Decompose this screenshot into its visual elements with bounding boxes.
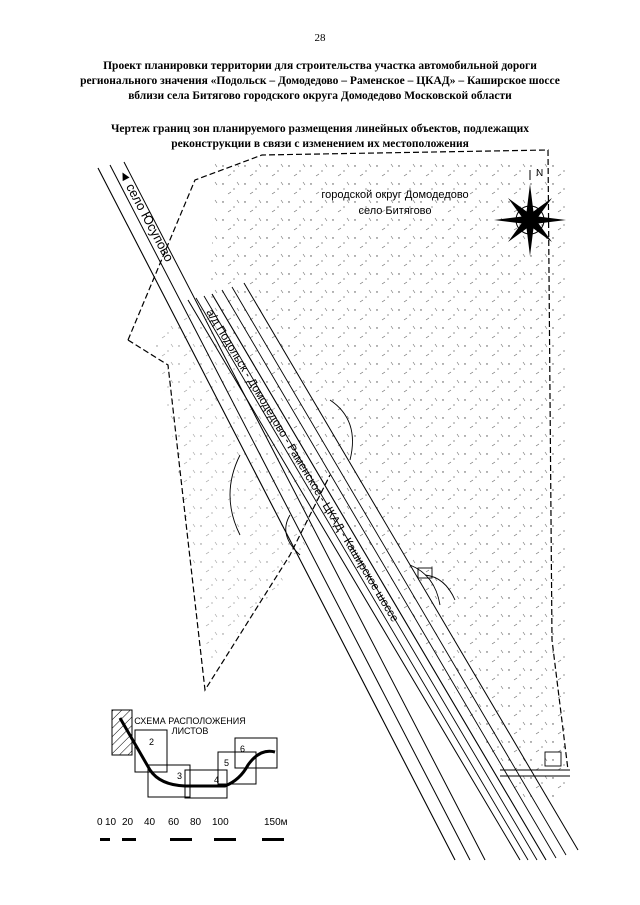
scale-label-100: 100 — [212, 817, 229, 828]
title-line-2: регионального значения «Подольск – Домод… — [80, 75, 560, 87]
drawing-subtitle: Чертеж границ зон планируемого размещени… — [40, 122, 600, 152]
scale-label-0: 0 — [97, 817, 103, 828]
scale-label-60: 60 — [168, 817, 180, 828]
sheet-label-6: 6 — [240, 744, 245, 754]
scale-label-40: 40 — [144, 817, 156, 828]
page-number: 28 — [314, 32, 326, 44]
scale-label-80: 80 — [190, 817, 202, 828]
road-features — [229, 399, 570, 777]
scale-label-150: 150м — [264, 817, 288, 828]
title-line-3: вблизи села Битягово городского округа Д… — [128, 90, 512, 102]
sheet-layout-inset: СХЕМА РАСПОЛОЖЕНИЯ ЛИСТОВ 2 3 4 5 6 — [111, 709, 278, 799]
area-label-line1: городской округ Домодедово — [321, 189, 468, 201]
compass-north-label: N — [536, 168, 543, 179]
title-line-1: Проект планировки территории для строите… — [103, 60, 537, 72]
subtitle-line-1: Чертеж границ зон планируемого размещени… — [110, 123, 530, 135]
compass-rose-icon: N — [494, 168, 566, 256]
road-corridor — [97, 161, 579, 861]
scale-label-10: 10 — [105, 817, 117, 828]
scale-label-20: 20 — [122, 817, 134, 828]
terrain-texture — [150, 160, 565, 800]
sheet-label-5: 5 — [224, 758, 229, 768]
sheet-label-4: 4 — [214, 775, 219, 785]
zone-boundary — [127, 149, 569, 771]
scale-bar: 0 10 20 40 60 80 100 150м — [97, 817, 288, 841]
area-label-line2: село Битягово — [358, 205, 431, 217]
sheet-label-3: 3 — [177, 771, 182, 781]
inset-title-line1: СХЕМА РАСПОЛОЖЕНИЯ — [134, 716, 246, 726]
sheet-label-2: 2 — [149, 737, 154, 747]
subtitle-line-2: реконструкции в связи с изменением их ме… — [171, 138, 469, 150]
direction-label: ◄ село Юсупово — [115, 166, 176, 264]
inset-title-line2: ЛИСТОВ — [172, 726, 209, 736]
document-title: Проект планировки территории для строите… — [40, 59, 600, 104]
